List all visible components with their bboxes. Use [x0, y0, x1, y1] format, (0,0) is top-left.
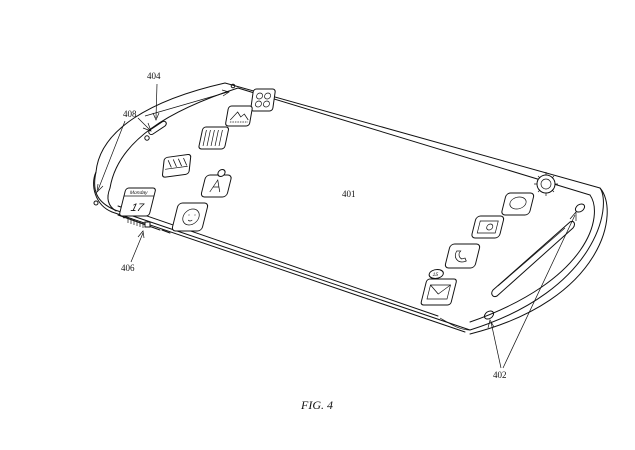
- notes-icon[interactable]: [198, 126, 230, 150]
- messages-icon[interactable]: [501, 192, 535, 216]
- mail-icon[interactable]: 15: [420, 269, 460, 306]
- phone-icon[interactable]: [444, 243, 481, 269]
- calendar-icon[interactable]: Monday 17: [119, 187, 156, 217]
- label-404: 404: [147, 71, 161, 81]
- photos-icon[interactable]: [225, 105, 253, 127]
- label-408: 408: [123, 109, 137, 119]
- reference-labels: 401 404 408 406 402 FIG. 4: [96, 71, 577, 412]
- label-401: 401: [342, 189, 356, 199]
- calendar-day: Monday: [129, 190, 149, 196]
- settings-cluster-icon[interactable]: [250, 88, 276, 112]
- device-body: [93, 82, 608, 335]
- right-app-icons: 15: [420, 172, 558, 306]
- video-icon[interactable]: [161, 153, 192, 178]
- app-store-icon[interactable]: [200, 169, 234, 198]
- label-402: 402: [493, 370, 507, 380]
- label-406: 406: [121, 263, 135, 273]
- figure-caption: FIG. 4: [300, 398, 333, 412]
- message-badge: 15: [432, 272, 439, 278]
- gear-icon[interactable]: [534, 172, 558, 196]
- camera-icon[interactable]: [471, 215, 505, 239]
- calendar-date: 17: [130, 202, 146, 214]
- clock-icon[interactable]: [171, 202, 209, 232]
- app-icons: Monday 17: [119, 88, 276, 232]
